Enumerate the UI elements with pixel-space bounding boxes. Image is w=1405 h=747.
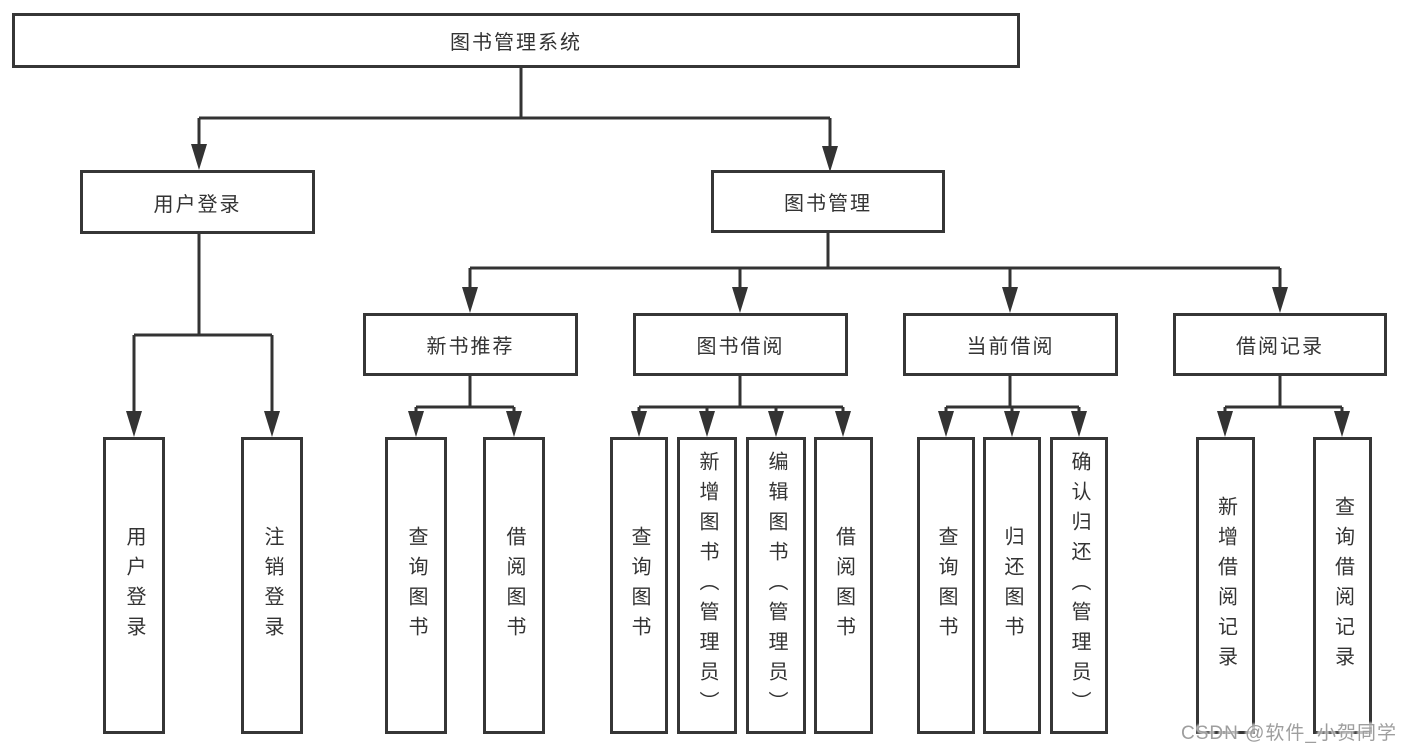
leaf-borrow-edit-label: 编辑图书（管理员）	[765, 450, 787, 721]
leaf-borrow-query-label: 查询图书	[628, 525, 650, 646]
leaf-newbook-borrow: 借阅图书	[483, 437, 545, 734]
leaf-current-confirm-return: 确认归还（管理员）	[1050, 437, 1108, 734]
leaf-newbook-borrow-label: 借阅图书	[503, 525, 525, 646]
leaf-borrow-query: 查询图书	[610, 437, 668, 734]
leaf-current-return-label: 归还图书	[1001, 525, 1023, 646]
node-current-borrow: 当前借阅	[903, 313, 1118, 376]
leaf-borrow-edit: 编辑图书（管理员）	[746, 437, 806, 734]
node-new-book-recommend: 新书推荐	[363, 313, 578, 376]
node-book-borrow: 图书借阅	[633, 313, 848, 376]
leaf-record-add: 新增借阅记录	[1196, 437, 1255, 734]
leaf-current-confirm-return-label: 确认归还（管理员）	[1068, 450, 1090, 721]
node-current-borrow-label: 当前借阅	[966, 336, 1055, 358]
leaf-logout: 注销登录	[241, 437, 303, 734]
node-borrow-record: 借阅记录	[1173, 313, 1387, 376]
leaf-borrow-borrow-label: 借阅图书	[832, 525, 855, 646]
leaf-record-add-label: 新增借阅记录	[1214, 495, 1237, 676]
leaf-user-login: 用户登录	[103, 437, 165, 734]
node-new-book-recommend-label: 新书推荐	[426, 336, 515, 358]
leaf-current-query-label: 查询图书	[935, 525, 957, 646]
leaf-user-login-label: 用户登录	[123, 525, 145, 646]
leaf-borrow-add-label: 新增图书（管理员）	[696, 450, 718, 721]
node-root-label: 图书管理系统	[450, 32, 582, 54]
leaf-record-query-label: 查询借阅记录	[1331, 495, 1354, 676]
node-borrow-record-label: 借阅记录	[1236, 336, 1324, 358]
leaf-newbook-query-label: 查询图书	[405, 525, 427, 646]
node-user-login: 用户登录	[80, 170, 315, 234]
node-book-borrow-label: 图书借阅	[696, 336, 785, 358]
leaf-current-return: 归还图书	[983, 437, 1041, 734]
node-root: 图书管理系统	[12, 13, 1020, 68]
leaf-record-query: 查询借阅记录	[1313, 437, 1372, 734]
leaf-logout-label: 注销登录	[261, 525, 283, 646]
watermark: CSDN @软件_小贺同学	[1181, 723, 1397, 744]
leaf-borrow-borrow: 借阅图书	[814, 437, 873, 734]
node-user-login-label: 用户登录	[153, 193, 242, 216]
leaf-current-query: 查询图书	[917, 437, 975, 734]
leaf-borrow-add: 新增图书（管理员）	[677, 437, 737, 734]
node-book-management-label: 图书管理	[784, 193, 872, 215]
leaf-newbook-query: 查询图书	[385, 437, 447, 734]
node-book-management: 图书管理	[711, 170, 945, 233]
